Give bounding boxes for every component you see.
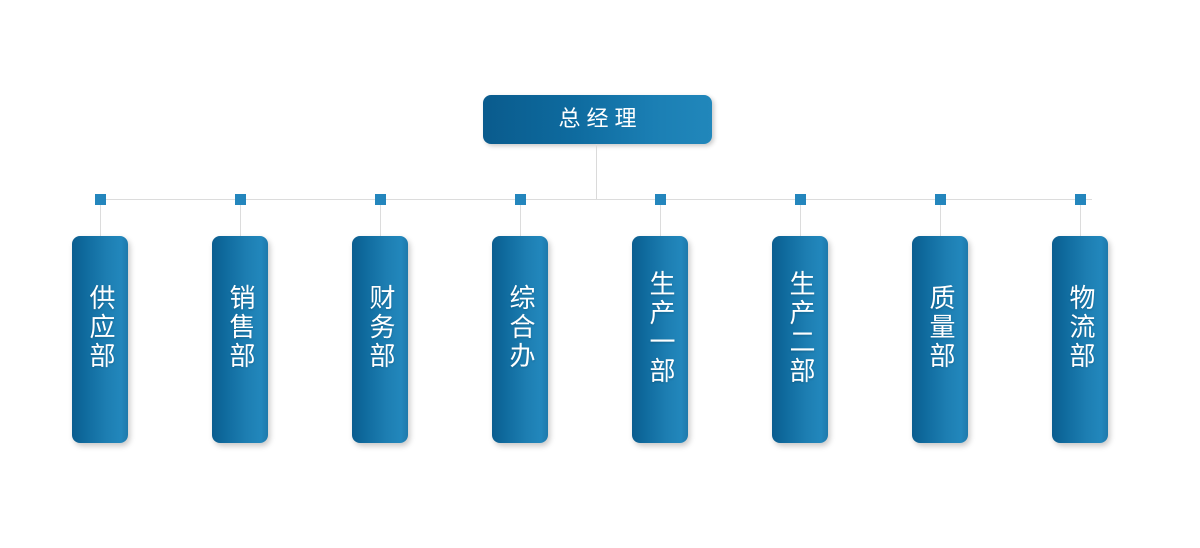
connector-drop-line bbox=[940, 205, 941, 236]
org-node-root-label: 总经理 bbox=[558, 106, 643, 132]
connector-node-marker bbox=[935, 194, 946, 205]
connector-drop-line bbox=[380, 205, 381, 236]
org-node-department[interactable]: 物流部 bbox=[1052, 236, 1108, 443]
connector-drop-line bbox=[800, 205, 801, 236]
org-node-department[interactable]: 综合办 bbox=[492, 236, 548, 443]
connector-bus-line bbox=[100, 199, 1092, 200]
org-node-root[interactable]: 总经理 bbox=[483, 95, 712, 144]
connector-drop-line bbox=[100, 205, 101, 236]
org-node-department-label: 综合办 bbox=[505, 284, 535, 371]
connector-drop-line bbox=[660, 205, 661, 236]
connector-drop-line bbox=[240, 205, 241, 236]
connector-node-marker bbox=[95, 194, 106, 205]
org-node-department[interactable]: 供应部 bbox=[72, 236, 128, 443]
connector-drop-line bbox=[1080, 205, 1081, 236]
org-node-department-label: 财务部 bbox=[365, 284, 395, 371]
org-node-department-label: 质量部 bbox=[925, 284, 955, 371]
org-node-department[interactable]: 财务部 bbox=[352, 236, 408, 443]
org-node-department[interactable]: 生产二部 bbox=[772, 236, 828, 443]
connector-node-marker bbox=[1075, 194, 1086, 205]
connector-node-marker bbox=[655, 194, 666, 205]
org-node-department-label: 生产一部 bbox=[645, 270, 675, 386]
org-node-department[interactable]: 生产一部 bbox=[632, 236, 688, 443]
org-node-department[interactable]: 质量部 bbox=[912, 236, 968, 443]
org-node-department-label: 物流部 bbox=[1065, 284, 1095, 371]
connector-node-marker bbox=[795, 194, 806, 205]
connector-drop-line bbox=[520, 205, 521, 236]
org-node-department-label: 生产二部 bbox=[785, 270, 815, 386]
org-node-department-label: 供应部 bbox=[85, 284, 115, 371]
connector-node-marker bbox=[515, 194, 526, 205]
connector-node-marker bbox=[375, 194, 386, 205]
connector-node-marker bbox=[235, 194, 246, 205]
org-node-department-label: 销售部 bbox=[225, 284, 255, 371]
connector-trunk-line bbox=[596, 144, 597, 200]
org-node-department[interactable]: 销售部 bbox=[212, 236, 268, 443]
